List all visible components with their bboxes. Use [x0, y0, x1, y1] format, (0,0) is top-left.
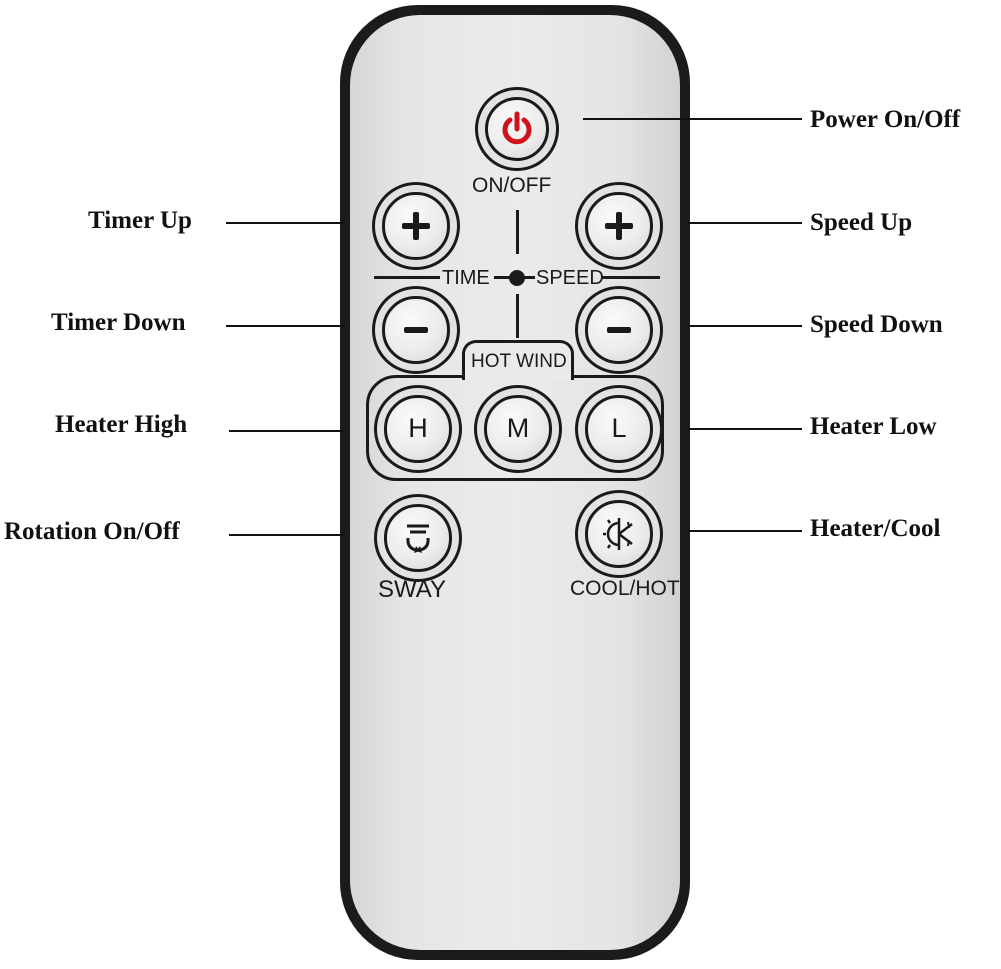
- leader-timer-up: [226, 222, 345, 224]
- leader-heater-cool: [688, 530, 802, 532]
- heater-low-button[interactable]: L: [575, 385, 663, 473]
- heater-high-button[interactable]: H: [374, 385, 462, 473]
- leader-speed-up: [688, 222, 802, 224]
- label-power-on-off: Power On/Off: [810, 106, 961, 133]
- label-heater-low: Heater Low: [810, 413, 937, 440]
- l-label: L: [611, 413, 627, 444]
- timer-up-button[interactable]: [372, 182, 460, 270]
- divider-vertical-top: [516, 210, 519, 254]
- sway-label: SWAY: [378, 576, 447, 603]
- m-label: M: [506, 413, 530, 444]
- leader-timer-down: [226, 325, 345, 327]
- hot-wind-label: HOT WIND: [471, 351, 567, 372]
- label-rotation-on-off: Rotation On/Off: [4, 518, 180, 545]
- timer-down-button[interactable]: [372, 286, 460, 374]
- label-speed-up: Speed Up: [810, 209, 913, 236]
- center-dot: [509, 270, 525, 286]
- plus-icon: [401, 211, 430, 240]
- leader-power: [583, 118, 802, 120]
- label-timer-down: Timer Down: [51, 309, 186, 336]
- speed-down-button[interactable]: [575, 286, 663, 374]
- heater-medium-button[interactable]: M: [474, 385, 562, 473]
- plus-icon: [604, 211, 633, 240]
- leader-heater-high: [229, 430, 343, 432]
- cool-hot-label: COOL/HOT: [570, 577, 680, 600]
- leader-speed-down: [688, 325, 802, 327]
- time-label: TIME: [442, 267, 490, 289]
- divider-right: [602, 276, 660, 279]
- power-button[interactable]: [475, 87, 559, 171]
- on-off-label: ON/OFF: [472, 174, 552, 197]
- leader-heater-low: [688, 428, 802, 430]
- minus-icon: [402, 316, 430, 344]
- sway-button[interactable]: [374, 494, 462, 582]
- divider-left: [374, 276, 440, 279]
- power-icon: [502, 111, 532, 145]
- leader-rotation: [229, 534, 345, 536]
- label-timer-up: Timer Up: [88, 207, 192, 234]
- h-label: H: [408, 413, 428, 444]
- divider-vertical-bottom: [516, 294, 519, 338]
- label-speed-down: Speed Down: [810, 311, 943, 338]
- sun-snowflake-icon: [602, 517, 633, 550]
- speed-label: SPEED: [536, 267, 604, 289]
- cool-hot-button[interactable]: [575, 490, 663, 578]
- label-heater-cool: Heater/Cool: [810, 515, 941, 542]
- sway-icon: [406, 524, 430, 553]
- divider-center-right: [523, 276, 535, 279]
- label-heater-high: Heater High: [55, 411, 188, 438]
- divider-center-left: [494, 276, 514, 279]
- minus-icon: [605, 316, 633, 344]
- speed-up-button[interactable]: [575, 182, 663, 270]
